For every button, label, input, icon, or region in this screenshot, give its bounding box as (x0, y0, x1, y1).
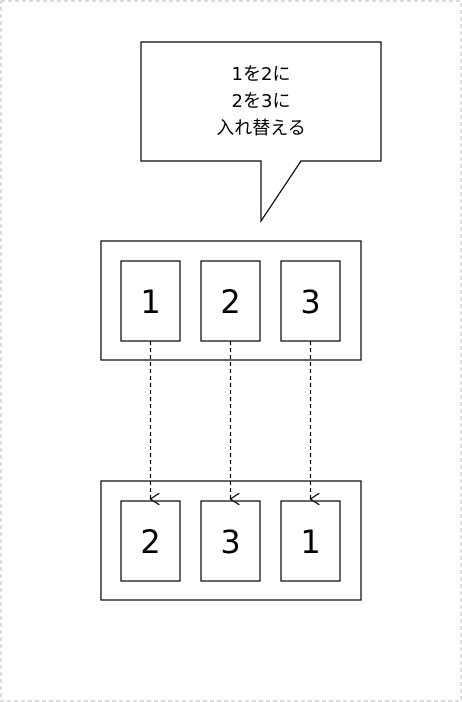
callout-line-1: 1を2に (232, 64, 291, 85)
top-card-1-label: 1 (140, 283, 160, 321)
top-card-3-label: 3 (300, 283, 320, 321)
bottom-card-3 (280, 500, 341, 582)
top-card-3 (280, 260, 341, 342)
top-card-2-label: 2 (220, 283, 240, 321)
callout-line-3: 入れ替える (216, 118, 305, 139)
callout-bubble (140, 41, 382, 223)
callout-line-2: 2を3に (232, 91, 291, 112)
bottom-card-2-label: 3 (220, 523, 240, 561)
top-card-2 (200, 260, 261, 342)
bottom-card-2 (200, 500, 261, 582)
bottom-card-3-label: 1 (300, 523, 320, 561)
bottom-card-1 (120, 500, 181, 582)
bottom-card-1-label: 2 (140, 523, 160, 561)
